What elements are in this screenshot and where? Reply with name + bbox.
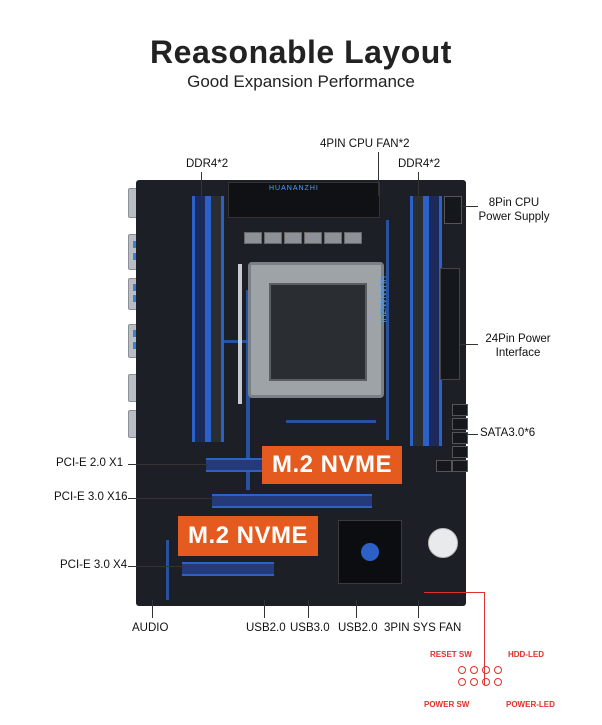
socket-lever [238, 264, 242, 404]
leader-pcie-x1 [128, 464, 208, 465]
front-panel-leader [424, 592, 485, 685]
leader-sys-fan [418, 600, 419, 618]
pcie-x1-slot [206, 458, 262, 472]
atx-24pin-connector [440, 268, 460, 380]
vrm-choke [344, 232, 362, 244]
leader-ddr-right [418, 172, 419, 198]
circuit-trace [166, 540, 169, 600]
leader-pcie-x16 [128, 498, 214, 499]
circuit-trace [196, 340, 256, 343]
circuit-trace [386, 220, 389, 440]
label-atx-power: 24Pin Power Interface [485, 333, 551, 359]
vrm-heatsink: HUANANZHI [228, 182, 380, 218]
cmos-battery [428, 528, 458, 558]
front-panel-header [454, 664, 514, 690]
pcie-x16-slot [212, 494, 372, 508]
vrm-choke [284, 232, 302, 244]
leader-usb2-left [264, 600, 265, 618]
header-pin [494, 666, 502, 674]
label-sata: SATA3.0*6 [480, 427, 536, 439]
sata-port [452, 432, 468, 444]
sata-port [436, 460, 452, 472]
label-pcie-x4: PCI-E 3.0 X4 [60, 559, 128, 571]
header-pin [470, 666, 478, 674]
page-title: Reasonable Layout [150, 34, 452, 70]
label-power-sw: POWER SW [424, 700, 470, 709]
leader-cpu-fan [378, 152, 379, 196]
sata-port [452, 404, 468, 416]
page-subtitle: Good Expansion Performance [187, 72, 415, 91]
header-pin [458, 678, 466, 686]
label-pcie-x16: PCI-E 3.0 X16 [54, 491, 128, 503]
label-ddr-right: DDR4*2 [398, 158, 441, 170]
label-sys-fan: 3PIN SYS FAN [384, 622, 462, 634]
label-hdd-led: HDD-LED [508, 650, 544, 659]
vrm-choke [244, 232, 262, 244]
m2-nvme-badge-bottom: M.2 NVME [178, 516, 318, 556]
header-pin [458, 666, 466, 674]
header-pin [470, 678, 478, 686]
leader-audio [152, 600, 153, 618]
m2-nvme-badge-top: M.2 NVME [262, 446, 402, 484]
dimm-slot-1 [192, 196, 208, 442]
leader-cpu-power [460, 206, 478, 207]
label-cpu-power: 8Pin CPU Power Supply [478, 197, 550, 223]
heatsink-brand: HUANANZHI [269, 185, 319, 192]
sata-port [452, 418, 468, 430]
label-usb2-right: USB2.0 [338, 622, 378, 634]
cpu-8pin-connector [444, 196, 462, 224]
label-reset-sw: RESET SW [430, 650, 472, 659]
vrm-choke [324, 232, 342, 244]
socket-cover [269, 283, 367, 381]
label-usb2-left: USB2.0 [246, 622, 286, 634]
vrm-choke [264, 232, 282, 244]
label-usb3: USB3.0 [290, 622, 330, 634]
vrm-choke [304, 232, 322, 244]
label-audio: AUDIO [132, 622, 169, 634]
label-cpu-fan: 4PIN CPU FAN*2 [320, 138, 410, 150]
leader-ddr-left [201, 172, 202, 198]
label-pcie-x1: PCI-E 2.0 X1 [56, 457, 124, 469]
circuit-trace [286, 420, 376, 423]
pcie-x4-slot [182, 562, 274, 576]
sata-port [452, 446, 468, 458]
cpu-socket [248, 262, 384, 398]
board-brand-vertical: HUANANZHI [378, 276, 387, 323]
label-ddr-left: DDR4*2 [186, 158, 229, 170]
header-pin [482, 666, 490, 674]
header-pin [482, 678, 490, 686]
leader-pcie-x4 [128, 566, 184, 567]
dimm-slot-3 [410, 196, 426, 446]
label-power-led: POWER-LED [506, 700, 555, 709]
sata-port [452, 460, 468, 472]
chipset-heatsink [338, 520, 402, 584]
leader-usb3 [308, 600, 309, 618]
dimm-slot-2 [208, 196, 224, 442]
leader-sata [466, 434, 478, 435]
leader-usb2-right [356, 600, 357, 618]
chipset-logo [361, 543, 379, 561]
header-pin [494, 678, 502, 686]
leader-atx-power [460, 344, 478, 345]
